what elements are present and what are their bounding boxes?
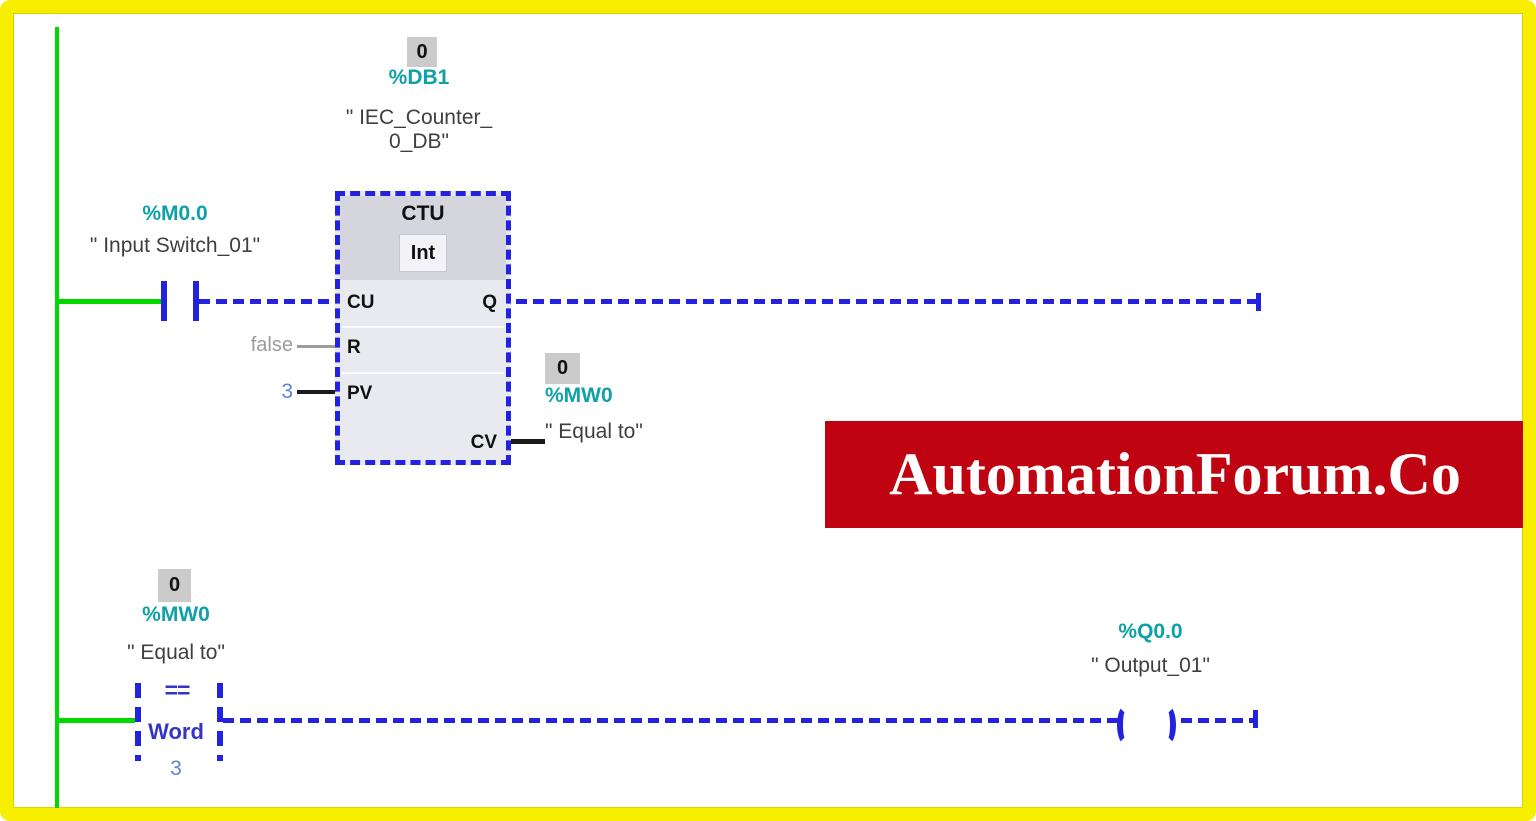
ctu-counter-block[interactable]: CTU Int CU R PV Q CV: [335, 191, 511, 465]
db-name-line2: 0_DB": [389, 130, 449, 153]
r-input-wire: [297, 345, 335, 348]
pin-row-separator: [342, 372, 504, 374]
rung2-wire-to-coil: [223, 718, 1121, 723]
pv-input-value[interactable]: 3: [281, 380, 293, 403]
input-contact-right-bar[interactable]: [193, 281, 199, 321]
cv-monitor-value[interactable]: 0: [545, 353, 580, 384]
ctu-data-type[interactable]: Int: [399, 234, 447, 272]
watermark-banner: AutomationForum.Co: [825, 421, 1523, 528]
rung1-powered-wire: [57, 299, 161, 304]
coil-output-wire: [1181, 718, 1253, 723]
pin-cu[interactable]: CU: [347, 292, 375, 313]
rung2-end-tick: [1253, 710, 1258, 728]
power-rail: [55, 27, 59, 808]
compare-operator[interactable]: ==: [164, 677, 191, 703]
coil-name[interactable]: " Output_01": [1091, 654, 1210, 677]
db-name[interactable]: " IEC_Counter_ 0_DB": [303, 106, 535, 154]
compare-data-type[interactable]: Word: [148, 719, 204, 744]
compare-value[interactable]: 3: [170, 757, 182, 780]
coil-left-paren[interactable]: [1117, 705, 1134, 745]
input-contact-left-bar[interactable]: [161, 281, 167, 321]
compare-monitor-value[interactable]: 0: [158, 569, 191, 602]
rung1-end-tick: [1256, 293, 1261, 311]
r-input-value[interactable]: false: [250, 334, 293, 356]
pin-q[interactable]: Q: [482, 292, 497, 313]
q-output-wire: [516, 299, 1256, 304]
pv-input-wire: [297, 390, 335, 394]
cv-operand-name[interactable]: " Equal to": [545, 420, 643, 443]
compare-operand-address[interactable]: %MW0: [142, 603, 210, 626]
compare-operand-name[interactable]: " Equal to": [127, 641, 225, 664]
db-address[interactable]: %DB1: [388, 66, 450, 89]
db-name-line1: " IEC_Counter_: [345, 106, 493, 129]
ctu-block-title: CTU: [401, 202, 445, 225]
compare-contact-right-bar[interactable]: [217, 683, 223, 761]
watermark-text: AutomationForum.Co: [889, 441, 1461, 507]
coil-address[interactable]: %Q0.0: [1118, 620, 1183, 643]
rung1-wire-to-block: [199, 299, 335, 304]
coil-right-paren[interactable]: [1159, 705, 1176, 745]
cv-output-wire: [511, 439, 545, 444]
pin-r[interactable]: R: [347, 337, 361, 358]
rung2-powered-wire: [57, 718, 135, 723]
pin-cv[interactable]: CV: [470, 432, 497, 453]
pin-pv[interactable]: PV: [347, 383, 373, 404]
input-contact-name[interactable]: " Input Switch_01": [89, 234, 261, 257]
compare-contact-left-bar[interactable]: [135, 683, 141, 761]
cv-operand-address[interactable]: %MW0: [545, 384, 613, 407]
db-monitor-value[interactable]: 0: [407, 37, 437, 67]
pin-row-separator: [342, 326, 504, 328]
input-contact-address[interactable]: %M0.0: [142, 202, 208, 225]
